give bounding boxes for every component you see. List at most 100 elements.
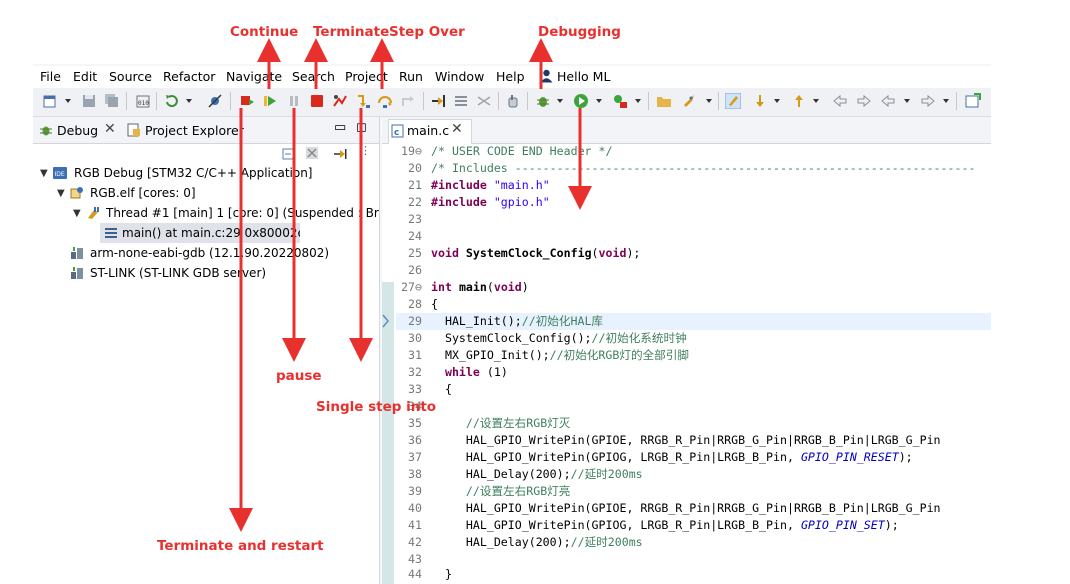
code-line: 44 } <box>408 567 452 581</box>
code-editor[interactable] <box>382 117 991 584</box>
menu-search[interactable]: Search <box>292 69 335 84</box>
open-perspective-icon[interactable] <box>965 93 981 109</box>
chevron-down-icon[interactable]: ▼ <box>40 168 48 179</box>
menu-source[interactable]: Source <box>109 69 152 84</box>
remove-all-terminated-icon[interactable] <box>305 146 319 160</box>
code-line: 22#include "gpio.h" <box>408 195 550 209</box>
new-icon[interactable] <box>42 93 58 109</box>
code-line: 19⊖/* USER CODE END Header */ <box>401 144 613 158</box>
current-code-line: 29 HAL_Init();//初始化HAL库 <box>396 313 991 330</box>
code-line: 39 //设置左右RGB灯亮 <box>408 484 571 498</box>
elf-target-icon <box>70 187 83 199</box>
list-icon[interactable] <box>453 93 469 109</box>
selected-frame-highlight <box>100 223 300 243</box>
project-explorer-icon <box>127 123 140 137</box>
open-folder-icon[interactable] <box>656 93 672 109</box>
build-icon[interactable]: 010 <box>135 93 151 109</box>
prev-annotation-icon[interactable] <box>791 93 807 109</box>
step-over-icon[interactable] <box>377 93 393 109</box>
menu-project[interactable]: Project <box>345 69 388 84</box>
stlink-process-icon <box>71 267 83 279</box>
step-into-icon[interactable] <box>355 93 371 109</box>
c-file-icon: c <box>391 124 404 138</box>
code-line: 26 <box>408 263 422 277</box>
view-menu-icon[interactable]: ⋮ <box>360 144 371 157</box>
code-line: 34 <box>408 399 422 413</box>
code-line: 28{ <box>408 297 438 311</box>
external-tools-icon[interactable] <box>612 93 628 109</box>
close-icon[interactable]: ✕ <box>451 121 463 137</box>
gdb-item[interactable]: arm-none-eabi-gdb (12.1.90.20220802) <box>90 246 330 260</box>
back-icon[interactable] <box>880 93 896 109</box>
close-icon[interactable]: ✕ <box>104 121 116 137</box>
gdb-process-icon <box>71 247 83 259</box>
editor-tab-label[interactable]: main.c <box>407 123 450 138</box>
debug-bug-icon[interactable] <box>535 93 551 109</box>
code-line: 33 { <box>408 382 452 396</box>
current-instruction-pointer-icon <box>382 314 389 328</box>
terminate-icon[interactable] <box>309 93 325 109</box>
annotation-terminate-and-restart: Terminate and restart <box>157 538 324 554</box>
rocket-icon[interactable] <box>680 93 696 109</box>
code-line: 37 HAL_GPIO_WritePin(GPIOG, LRGB_R_Pin|L… <box>408 450 913 464</box>
debug-view-icon <box>40 126 52 136</box>
hand-icon[interactable] <box>505 93 521 109</box>
code-line: 30 SystemClock_Config();//初始化系统时钟 <box>408 331 687 345</box>
arrange-icon[interactable] <box>476 93 492 109</box>
editor-tabbar <box>382 117 991 144</box>
last-edit-forward-icon[interactable] <box>856 93 872 109</box>
save-icon[interactable] <box>81 93 97 109</box>
elf-item[interactable]: RGB.elf [cores: 0] <box>90 186 196 200</box>
instruction-step-icon[interactable] <box>333 147 347 161</box>
code-line: 35 //设置左右RGB灯灭 <box>408 416 571 430</box>
minimize-icon[interactable]: ▭ <box>334 120 347 135</box>
annotation-step-over: Step Over <box>389 24 465 40</box>
last-edit-icon[interactable] <box>832 93 848 109</box>
debug-view-tabbar <box>33 117 379 144</box>
refresh-icon[interactable] <box>164 93 180 109</box>
svg-text:IDE: IDE <box>55 171 65 178</box>
code-line: 27⊖int main(void) <box>401 280 529 294</box>
menu-edit[interactable]: Edit <box>73 69 98 84</box>
code-line: 32 while (1) <box>408 365 508 379</box>
highlight-toggle-icon[interactable] <box>725 93 741 109</box>
svg-text:c: c <box>394 128 399 138</box>
suspend-icon[interactable] <box>286 93 302 109</box>
instruction-stepping-icon[interactable] <box>430 93 446 109</box>
tab-debug[interactable]: Debug <box>57 123 99 138</box>
resume-icon[interactable] <box>262 93 278 109</box>
code-line: 42 HAL_Delay(200);//延时200ms <box>408 535 643 549</box>
svg-text:010: 010 <box>138 100 149 107</box>
run-icon[interactable] <box>573 93 589 109</box>
skip-breakpoints-icon[interactable] <box>207 93 223 109</box>
annotation-continue: Continue <box>230 24 299 40</box>
stack-frame-icon <box>105 228 117 238</box>
next-annotation-icon[interactable] <box>752 93 768 109</box>
menu-file[interactable]: File <box>40 69 61 84</box>
debug-session-item[interactable]: RGB Debug [STM32 C/C++ Application] <box>74 166 313 180</box>
step-return-icon[interactable] <box>400 93 416 109</box>
chevron-down-icon[interactable]: ▼ <box>57 188 65 199</box>
menu-refactor[interactable]: Refactor <box>163 69 216 84</box>
terminate-and-relaunch-icon[interactable] <box>239 93 255 109</box>
main-toolbar <box>33 88 991 117</box>
menu-run[interactable]: Run <box>399 69 423 84</box>
forward-icon[interactable] <box>920 93 936 109</box>
code-line: 31 MX_GPIO_Init();//初始化RGB灯的全部引脚 <box>408 348 689 362</box>
menu-help[interactable]: Help <box>496 69 525 84</box>
code-line: 38 HAL_Delay(200);//延时200ms <box>408 467 643 481</box>
stack-frame-item[interactable]: main() at main.c:29 0x80002e4 <box>122 226 300 240</box>
user-icon <box>540 69 553 83</box>
code-line: 24 <box>408 229 422 243</box>
stlink-item[interactable]: ST-LINK (ST-LINK GDB server) <box>90 266 267 280</box>
disconnect-icon[interactable] <box>332 93 348 109</box>
code-line: 41 HAL_GPIO_WritePin(GPIOG, LRGB_R_Pin|L… <box>408 518 899 532</box>
tab-project-explorer[interactable]: Project Explorer <box>145 123 244 138</box>
code-line: 23 <box>408 212 422 226</box>
menu-window[interactable]: Window <box>435 69 485 84</box>
save-all-icon[interactable] <box>104 93 120 109</box>
chevron-down-icon[interactable]: ▼ <box>73 208 81 219</box>
thread-suspended-icon <box>88 207 99 219</box>
ide-launch-icon: IDE <box>53 167 67 179</box>
